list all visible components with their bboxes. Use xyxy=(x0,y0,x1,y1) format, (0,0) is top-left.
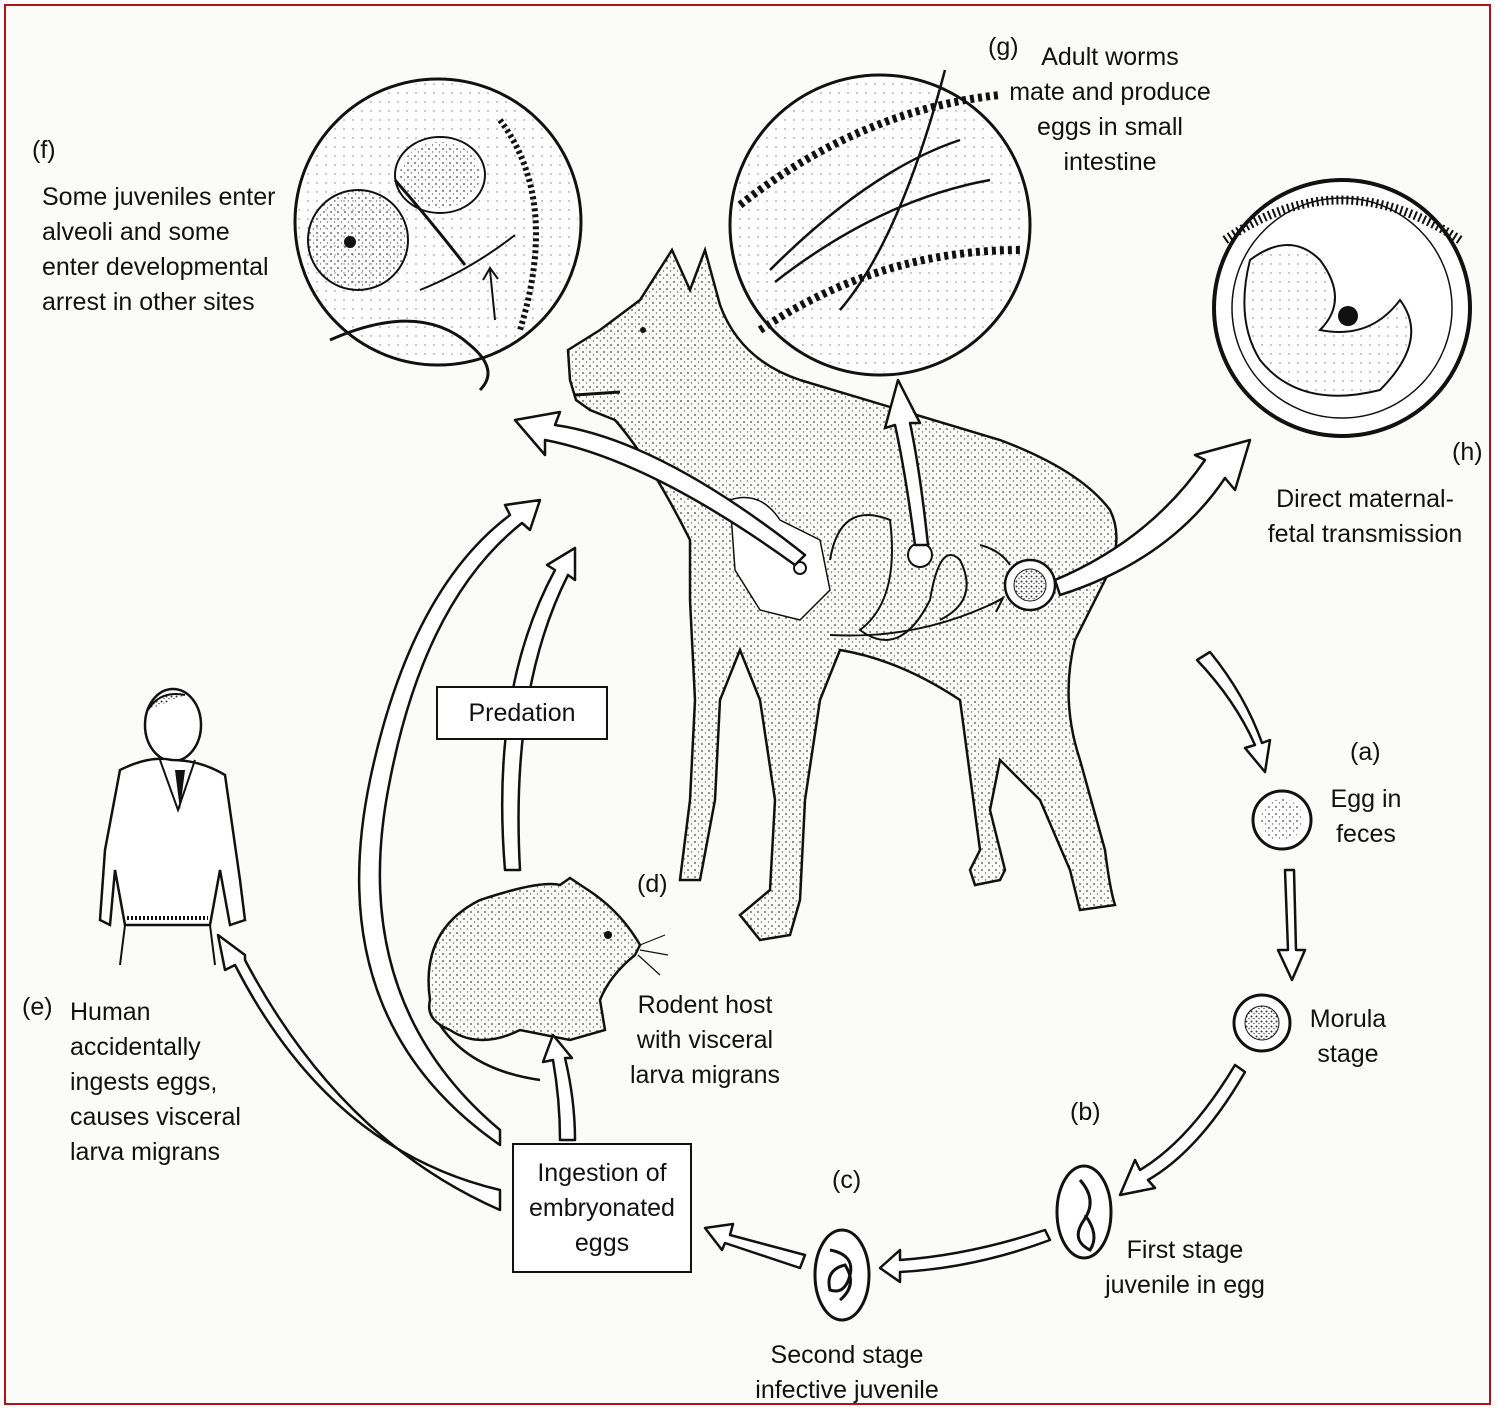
label-d-letter: (d) xyxy=(637,867,668,902)
label-b-letter: (b) xyxy=(1070,1095,1101,1130)
label-h-letter: (h) xyxy=(1452,435,1483,470)
arrow-to-ingestion xyxy=(705,1224,805,1268)
egg-stage-a xyxy=(1253,791,1311,849)
label-f-letter: (f) xyxy=(32,133,56,168)
label-b-text: First stage juvenile in egg xyxy=(1095,1233,1275,1303)
human-figure xyxy=(100,689,245,965)
label-e-text: Human accidentally ingests eggs, causes … xyxy=(70,995,241,1170)
lung-alveoli-inset xyxy=(295,79,581,390)
label-h-text: Direct maternal- fetal transmission xyxy=(1255,482,1475,552)
label-c-letter: (c) xyxy=(832,1163,861,1198)
label-a-text: Egg in feces xyxy=(1318,782,1414,852)
label-a-letter: (a) xyxy=(1350,735,1381,770)
arrow-to-egg-a xyxy=(1197,652,1270,772)
second-stage-juvenile-egg xyxy=(815,1230,869,1320)
label-d-text: Rodent host with visceral larva migrans xyxy=(610,988,800,1093)
arrow-to-first-stage xyxy=(1120,1065,1245,1195)
label-f-text: Some juveniles enter alveoli and some en… xyxy=(42,180,275,320)
label-g-text: Adult worms mate and produce eggs in sma… xyxy=(1000,40,1220,180)
ingestion-box: Ingestion of embryonated eggs xyxy=(512,1143,692,1273)
arrow-to-morula xyxy=(1278,870,1305,980)
label-c-text: Second stage infective juvenile xyxy=(742,1338,952,1408)
label-morula-text: Morula stage xyxy=(1300,1002,1396,1072)
arrow-to-rodent xyxy=(543,1035,575,1140)
morula-stage xyxy=(1234,995,1290,1051)
label-e-letter: (e) xyxy=(22,990,53,1025)
predation-box: Predation xyxy=(436,686,608,740)
arrow-to-second-stage xyxy=(880,1230,1050,1282)
intestine-inset xyxy=(730,70,1030,375)
fetus-inset xyxy=(1214,180,1470,436)
